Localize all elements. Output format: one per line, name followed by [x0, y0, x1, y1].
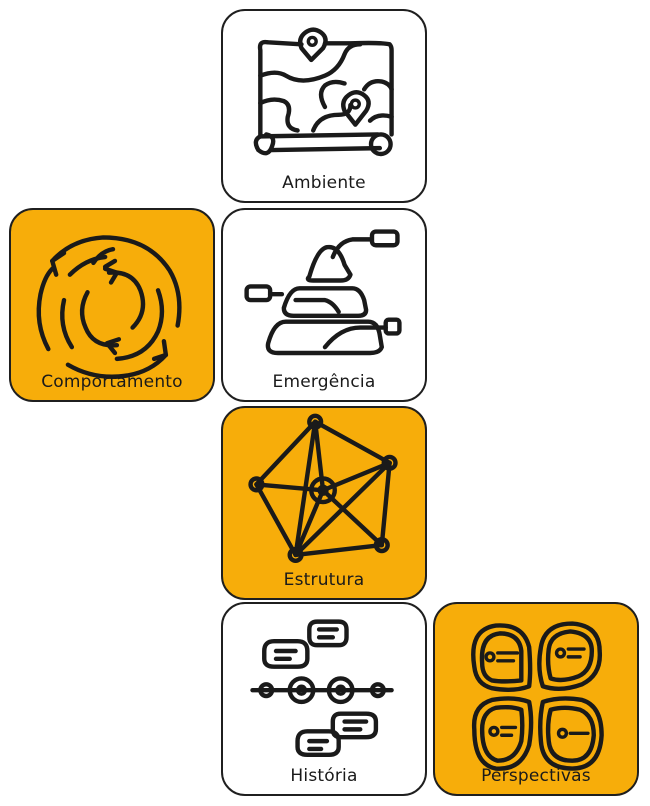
four-perspectives-icon [471, 621, 604, 771]
tile-label: Estrutura [283, 570, 365, 590]
tile-label: História [290, 766, 358, 786]
tile-label: Comportamento [41, 372, 183, 392]
tile-comportamento[interactable]: Comportamento [9, 208, 215, 402]
tile-label: Perspectivas [481, 766, 591, 786]
cycle-arrows-icon [36, 235, 182, 379]
tile-label: Emergência [272, 372, 376, 392]
network-icon [248, 413, 398, 563]
tile-perspectivas[interactable]: Perspectivas [433, 602, 639, 796]
tile-estrutura[interactable]: Estrutura [221, 406, 427, 600]
tile-emergencia[interactable]: Emergência [221, 208, 427, 402]
tile-ambiente[interactable]: Ambiente [221, 9, 427, 203]
map-icon [253, 27, 394, 157]
timeline-icon [250, 619, 394, 758]
tile-label: Ambiente [282, 173, 366, 193]
pyramid-icon [244, 229, 402, 356]
tile-historia[interactable]: História [221, 602, 427, 796]
